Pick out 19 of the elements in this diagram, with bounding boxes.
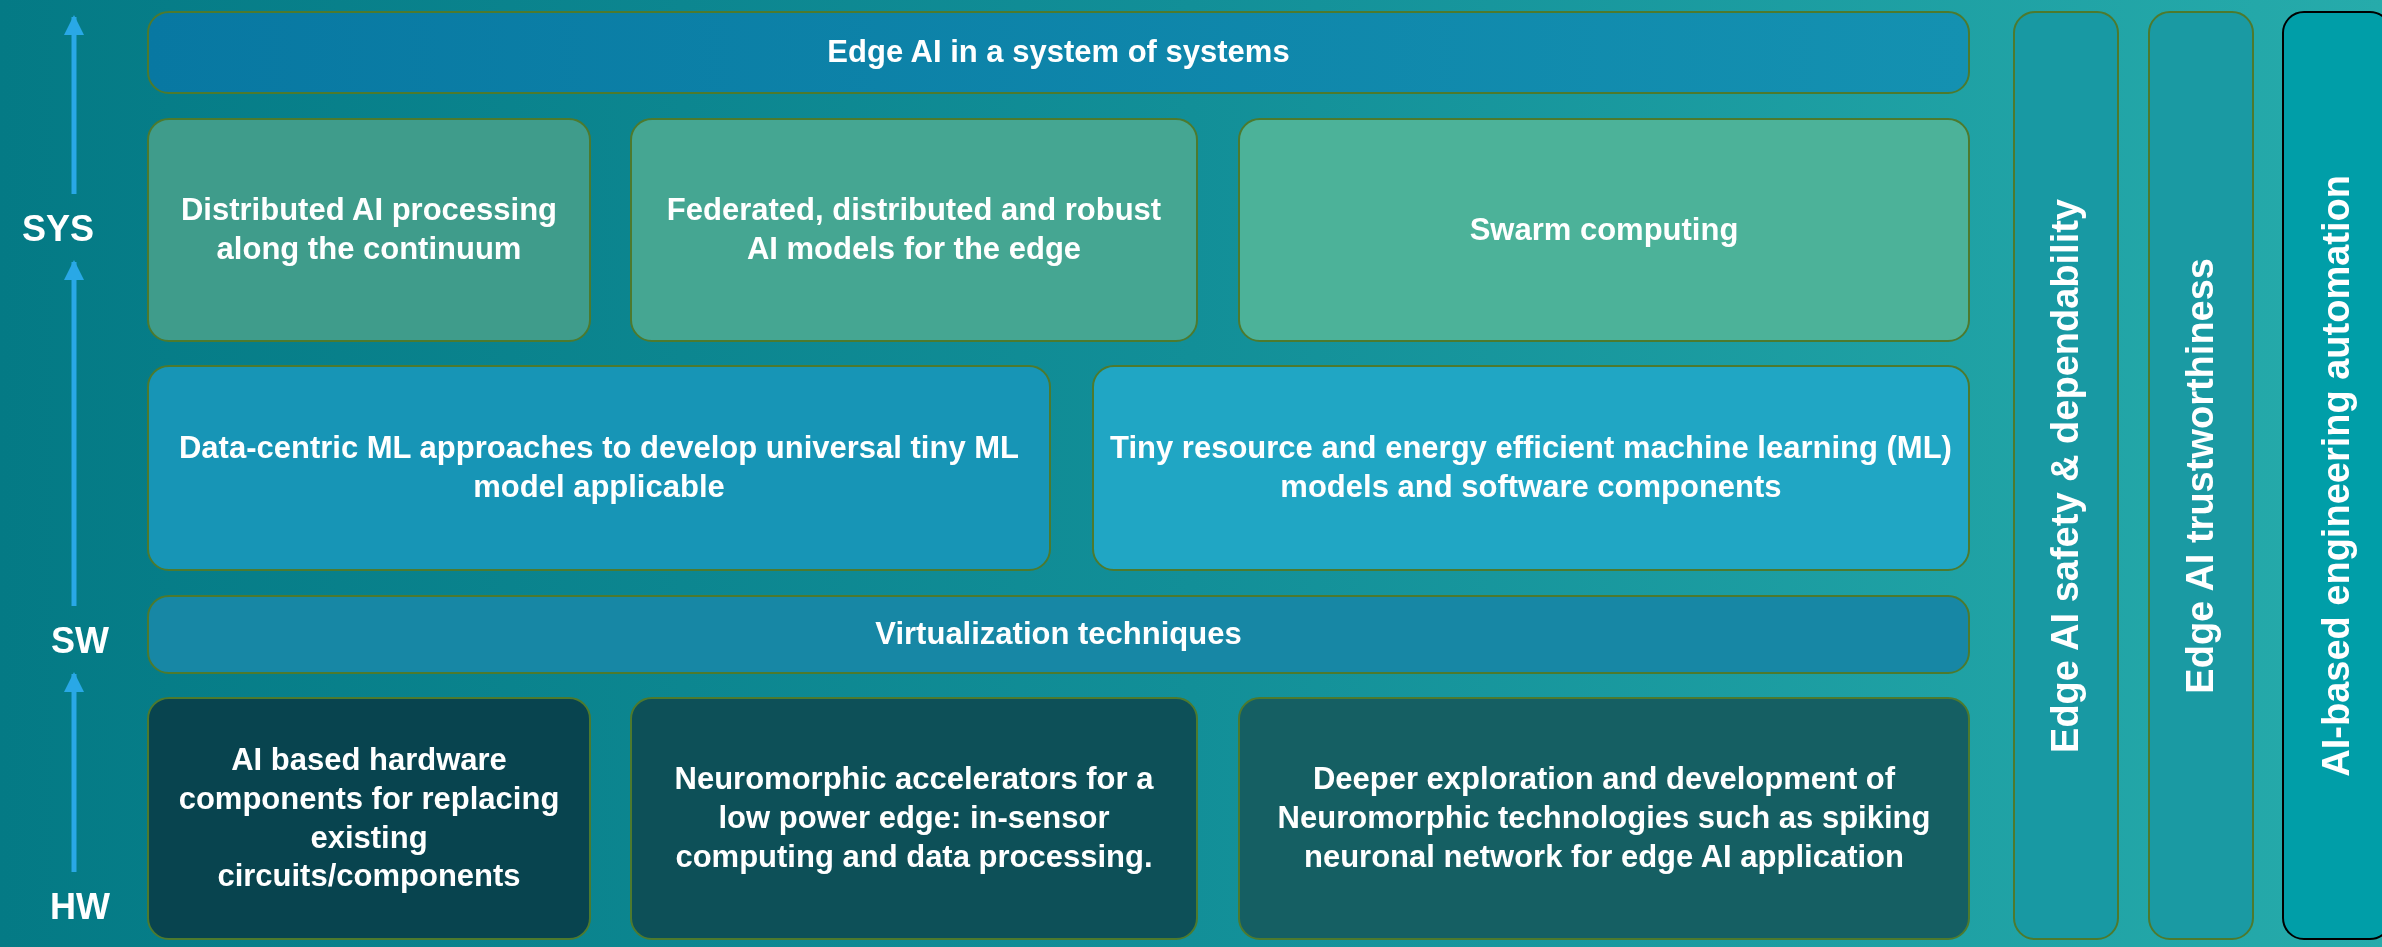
topic-box: Distributed AI processing along the continuum	[147, 118, 591, 342]
topic-box: AI based hardware components for replacing existing circuits/components	[147, 697, 591, 940]
topic-box: Swarm computing	[1238, 118, 1970, 342]
arrow	[64, 260, 84, 606]
level-label: HW	[30, 878, 130, 934]
pillar-box: AI-based engineering automation	[2282, 11, 2382, 940]
topic-box: Federated, distributed and robust AI models for the edge	[630, 118, 1198, 342]
topic-box: Tiny resource and energy efficient machine learning (ML) models and software components	[1092, 365, 1970, 571]
level-label: SW	[30, 612, 130, 668]
pillar-box: Edge AI safety & dependability	[2013, 11, 2119, 940]
topic-box: Neuromorphic accelerators for a low power edge: in-sensor computing and data processing.	[630, 697, 1198, 940]
pillar-box: Edge AI trustworthiness	[2148, 11, 2254, 940]
topic-box: Deeper exploration and development of Neuromorphic technologies such as spiking neuronal network for edge AI application	[1238, 697, 1970, 940]
topic-box: Data-centric ML approaches to develop universal tiny ML model applicable	[147, 365, 1051, 571]
arrow	[64, 15, 84, 194]
level-label: SYS	[8, 200, 108, 256]
layer-band: Virtualization techniques	[147, 595, 1970, 674]
arrow	[64, 672, 84, 872]
layer-band: Edge AI in a system of systems	[147, 11, 1970, 94]
